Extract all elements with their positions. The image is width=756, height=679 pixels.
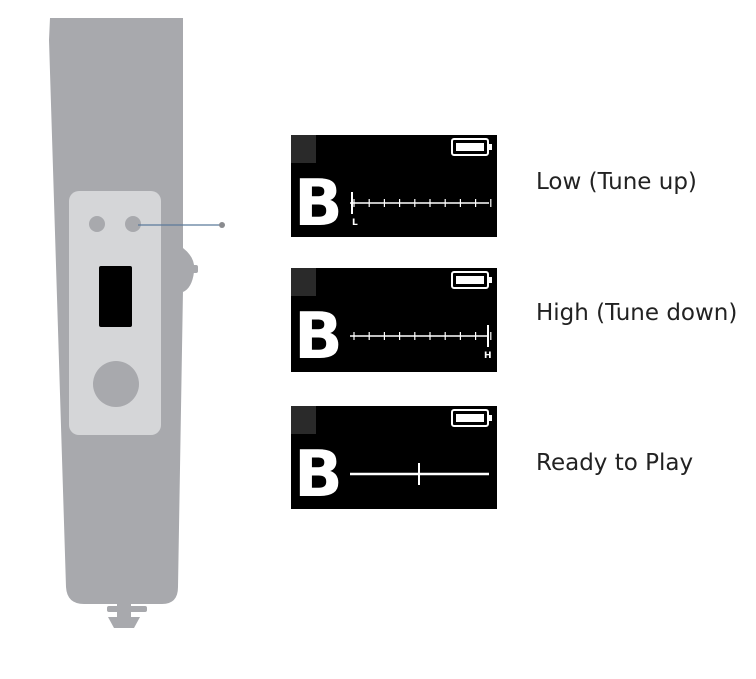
battery-level bbox=[456, 414, 484, 422]
status-led-icon bbox=[291, 268, 316, 296]
battery-icon bbox=[451, 138, 489, 156]
battery-icon bbox=[451, 271, 489, 289]
battery-level bbox=[456, 143, 484, 151]
battery-tip bbox=[489, 277, 492, 283]
mount-base bbox=[108, 617, 140, 628]
mount-foot bbox=[107, 606, 147, 612]
status-led-icon bbox=[291, 135, 316, 163]
left-button[interactable] bbox=[89, 216, 105, 232]
right-button[interactable] bbox=[125, 216, 141, 232]
mini-screen bbox=[99, 266, 132, 327]
state-label-low: Low (Tune up) bbox=[536, 169, 697, 195]
note-letter: B bbox=[294, 167, 343, 237]
battery-level bbox=[456, 276, 484, 284]
battery-icon bbox=[451, 409, 489, 427]
state-label-high: High (Tune down) bbox=[536, 300, 738, 326]
side-knob[interactable] bbox=[183, 248, 195, 292]
display-panel-ready: B bbox=[291, 406, 497, 509]
battery-tip bbox=[489, 415, 492, 421]
status-led-icon bbox=[291, 406, 316, 434]
state-label-ready: Ready to Play bbox=[536, 450, 694, 476]
note-letter: B bbox=[294, 438, 343, 509]
battery-tip bbox=[489, 144, 492, 150]
clip-on-tuner-icon bbox=[49, 18, 225, 628]
power-button[interactable] bbox=[93, 361, 139, 407]
connector-dot bbox=[219, 222, 225, 228]
note-letter: B bbox=[294, 300, 343, 372]
indicator-letter: H bbox=[484, 351, 492, 361]
indicator-letter: L bbox=[352, 218, 358, 228]
side-knob-pin bbox=[192, 265, 198, 273]
